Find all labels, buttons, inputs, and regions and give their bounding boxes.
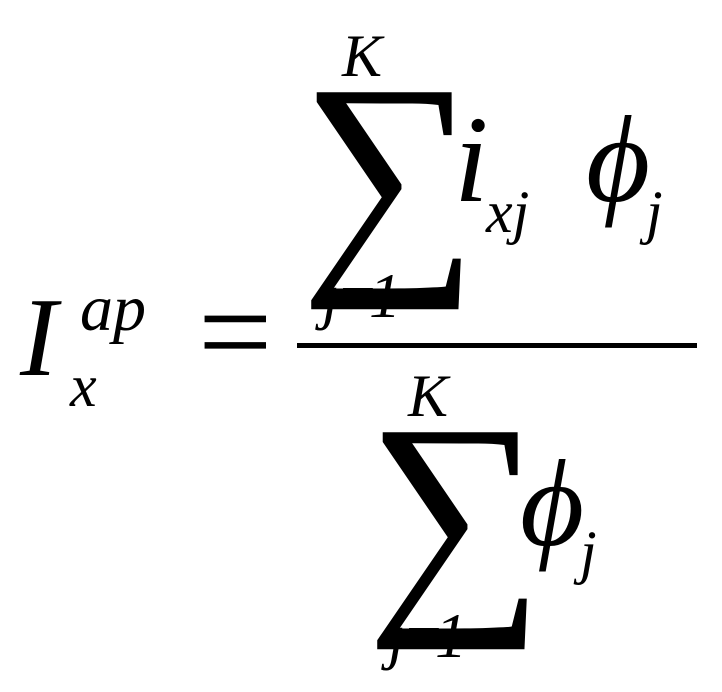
fraction-bar: [297, 343, 697, 348]
numerator-upper-limit: K: [342, 23, 383, 89]
lhs-symbol: I: [20, 276, 58, 400]
denominator-summation-symbol: ∑: [366, 374, 545, 651]
denominator-weight-subscript: j: [580, 519, 597, 585]
denominator-upper-limit: K: [408, 363, 449, 429]
lhs-subscript: x: [70, 353, 97, 419]
numerator-weight-symbol: ϕ: [586, 91, 651, 228]
numerator-term-subscript: xj: [486, 179, 530, 245]
denominator-lower-limit: j =1: [388, 600, 467, 671]
numerator-lower-limit: j =1: [322, 260, 401, 331]
numerator-summation-symbol: ∑: [300, 34, 479, 311]
numerator-term-symbol: i: [454, 91, 489, 228]
denominator-weight-symbol: ϕ: [520, 435, 585, 572]
equals-sign: =: [198, 258, 273, 405]
lhs-superscript: ap: [80, 272, 146, 345]
numerator-weight-subscript: j: [646, 179, 663, 245]
